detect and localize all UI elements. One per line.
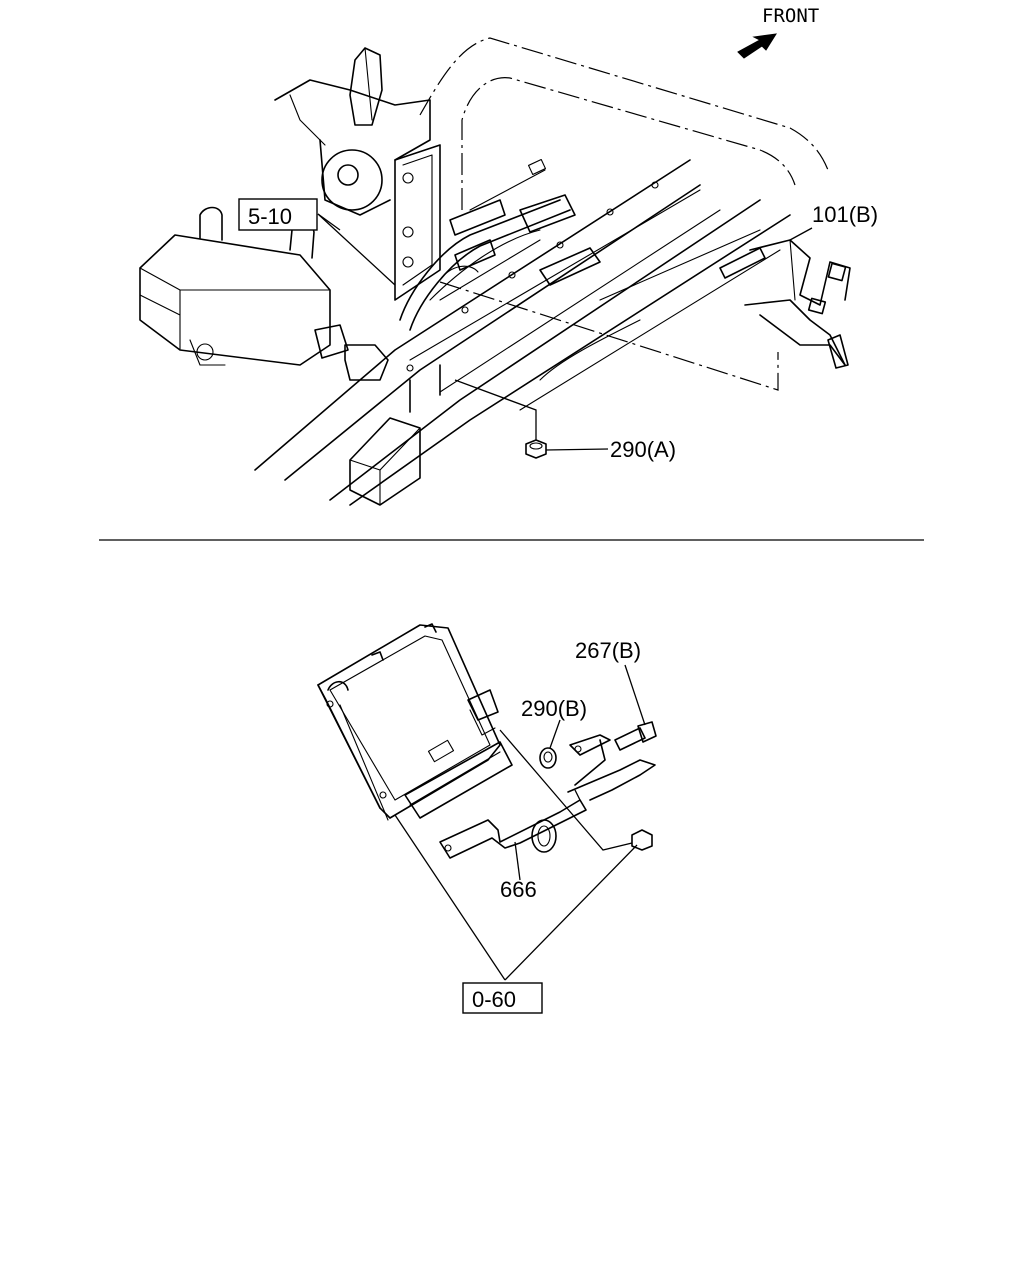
- frame-rails: [254, 159, 791, 506]
- lower-assembly-view: 267(B) 290(B) 666 0-60: [317, 623, 657, 1014]
- front-arrow-icon: [737, 33, 777, 59]
- mount-bracket: [274, 47, 441, 301]
- actuator-unit: [139, 206, 389, 381]
- callout-666-label: 666: [500, 877, 537, 902]
- upper-assembly-view: 5-10 101(B) 290(A): [139, 37, 878, 506]
- phantom-body-outline: [419, 37, 829, 391]
- upper-leader-lines: [317, 213, 813, 451]
- callout-101b-label: 101(B): [812, 202, 878, 227]
- bracket-101b-drawing: [719, 239, 851, 369]
- bolt-267b-drawing: [614, 721, 657, 751]
- callout-290b-label: 290(B): [521, 696, 587, 721]
- lower-leader-lines: [394, 664, 646, 981]
- nut-290a-drawing: [525, 439, 547, 459]
- wire-harness: [399, 158, 601, 331]
- front-indicator: FRONT: [737, 5, 819, 59]
- nut-290b-drawing: [539, 747, 557, 769]
- loose-nut-drawing: [631, 829, 653, 851]
- callout-5-10: 5-10: [238, 198, 318, 231]
- bracket-666-drawing: [439, 734, 656, 859]
- front-label: FRONT: [762, 5, 819, 27]
- callout-290a-label: 290(A): [610, 437, 676, 462]
- callout-0-60-label: 0-60: [472, 987, 516, 1012]
- callout-0-60: 0-60: [462, 982, 543, 1014]
- callout-5-10-label: 5-10: [248, 204, 292, 229]
- control-unit-drawing: [317, 623, 513, 821]
- callout-267b-label: 267(B): [575, 638, 641, 663]
